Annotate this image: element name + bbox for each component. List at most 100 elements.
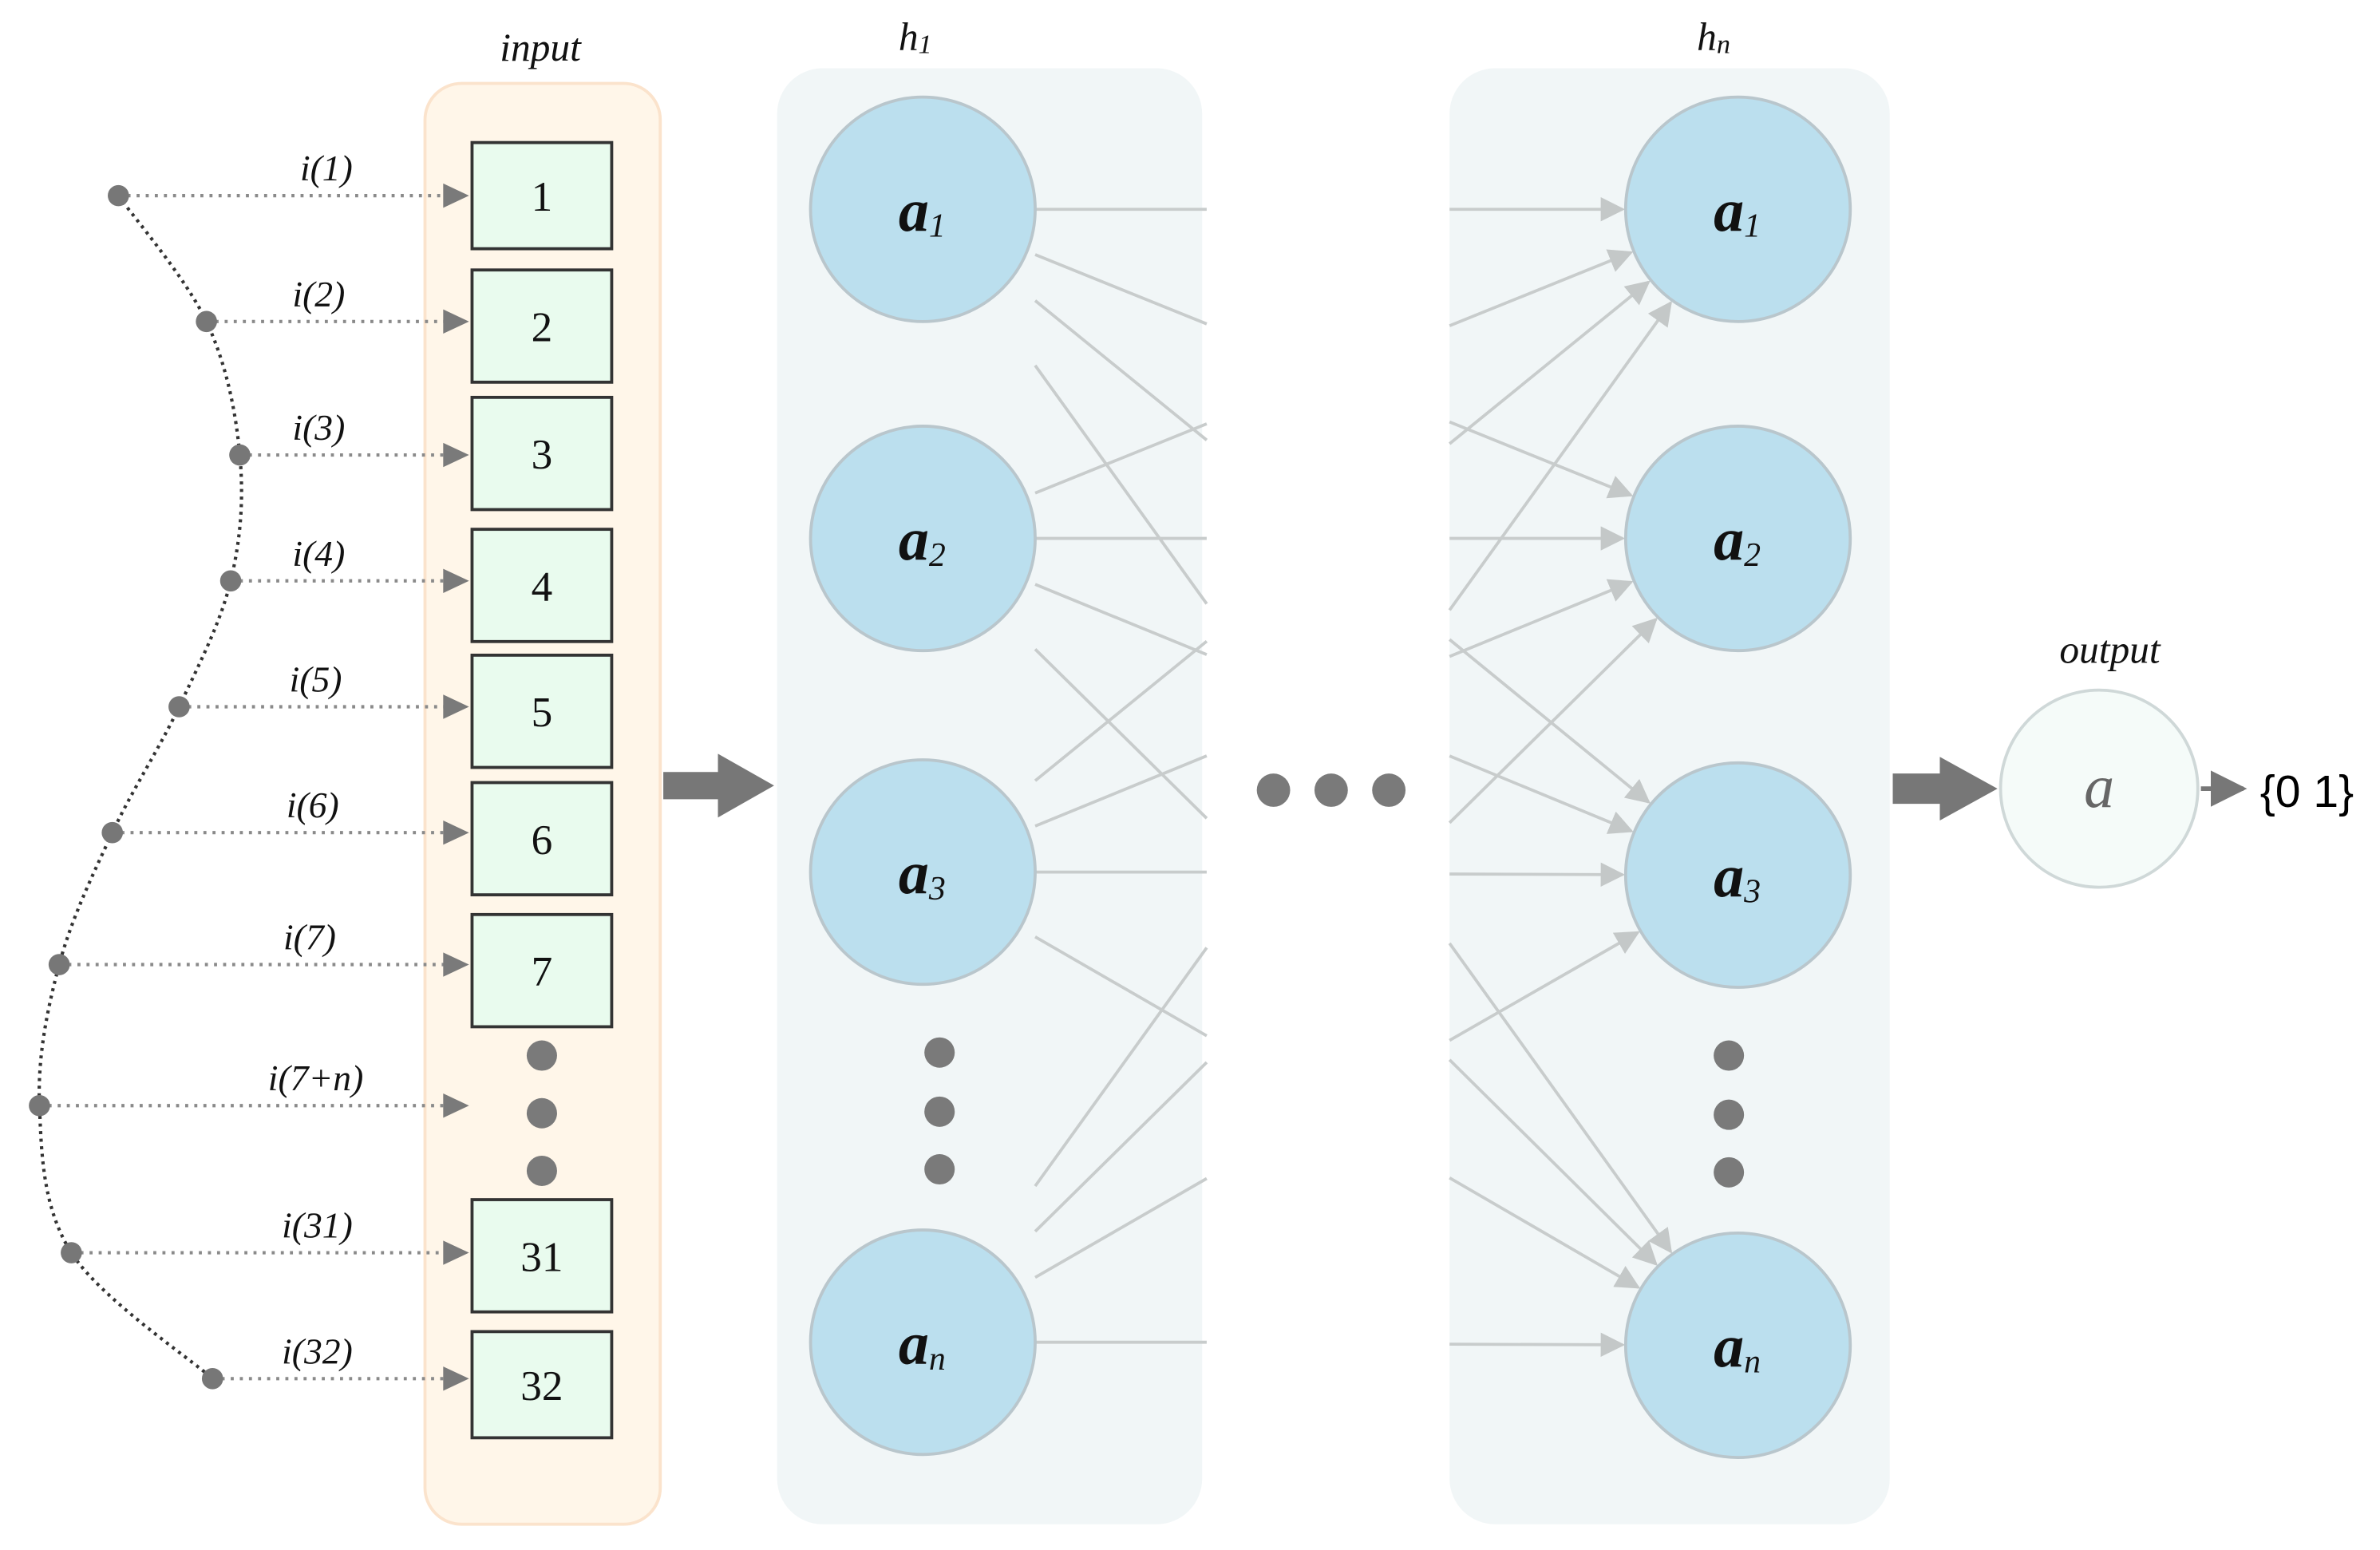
layer-ellipsis-dot <box>1314 773 1348 807</box>
input-cell <box>470 140 614 251</box>
signal-label: i(6) <box>287 785 339 825</box>
connection-edge <box>1449 931 1640 1042</box>
signal-arrowhead <box>443 309 469 334</box>
hidden-layer-n-header: hn <box>1697 15 1730 60</box>
signal-label: i(1) <box>300 148 353 188</box>
connection-edge <box>1449 249 1634 327</box>
hidden-layer-n-ellipsis-dot <box>1714 1099 1745 1130</box>
connection-edge <box>1448 942 1673 1254</box>
connection-edge <box>1449 638 1651 804</box>
input-cell <box>470 1330 614 1440</box>
output-header: output <box>2059 627 2161 671</box>
signal-sample-point <box>168 696 190 718</box>
input-signal-curve-group <box>38 194 243 1380</box>
signal-sample-point <box>108 184 129 207</box>
hidden-node <box>1623 425 1852 653</box>
hidden-layer-1-header-letter: h <box>899 15 919 59</box>
output-node-label: a <box>2084 753 2114 820</box>
hidden-node <box>1623 761 1852 989</box>
ellipsis-dots-group <box>526 773 1745 1188</box>
signal-label: i(7+n) <box>268 1058 363 1098</box>
connection-edge <box>1449 579 1634 658</box>
signal-arrowhead <box>443 183 469 208</box>
signal-arrowhead <box>443 694 469 719</box>
hidden-layer-n-header-letter: h <box>1697 15 1717 59</box>
connection-edge <box>1449 862 1626 887</box>
input-cell-label: 7 <box>532 948 553 995</box>
connection-edge <box>1449 754 1634 834</box>
connection-edge <box>1448 617 1658 824</box>
hidden-layer-1-ellipsis-dot <box>924 1037 955 1068</box>
input-ellipsis-dot <box>526 1097 557 1129</box>
input-cell <box>470 653 614 769</box>
connection-edges-group <box>1034 197 1673 1358</box>
hidden-layer-n-ellipsis-dot <box>1714 1040 1745 1071</box>
connection-edge <box>1034 947 1208 1188</box>
signal-arrowhead <box>443 1366 469 1391</box>
input-cell-label: 5 <box>532 689 553 736</box>
signal-sample-point <box>229 444 251 466</box>
input-cell <box>470 268 614 384</box>
input-signal-group: i(1)i(2)i(3)i(4)i(5)i(6)i(7)i(7+n)i(31)i… <box>29 148 469 1391</box>
hidden-to-output-arrow <box>1892 757 1998 821</box>
signal-sample-point <box>219 570 242 592</box>
signal-sample-point <box>196 310 217 333</box>
connection-edge <box>1034 1061 1208 1233</box>
hidden-node <box>1623 95 1852 323</box>
hidden-layer-1-ellipsis-dot <box>924 1096 955 1127</box>
hidden-node-label: a2 <box>1714 506 1761 574</box>
input-cell <box>470 781 614 897</box>
signal-label: i(31) <box>282 1205 353 1246</box>
connection-edge <box>1034 647 1208 820</box>
signal-arrowhead <box>443 1093 469 1118</box>
signal-waveform-curve <box>38 194 243 1380</box>
connection-edge <box>1034 1176 1208 1279</box>
hidden-layer-1-header: h1 <box>899 15 932 60</box>
signal-label: i(7) <box>283 917 336 958</box>
signal-label: i(2) <box>292 274 345 314</box>
hidden-layer-1-ellipsis-dot <box>924 1154 955 1185</box>
connection-edge <box>1034 299 1208 441</box>
input-to-hidden-arrow <box>663 753 774 818</box>
input-cell <box>470 912 614 1029</box>
hidden-node <box>1623 1231 1852 1459</box>
hidden-layer-1-header-subscript: 1 <box>919 30 932 60</box>
signal-sample-point <box>61 1242 82 1263</box>
signal-sample-point <box>101 821 124 844</box>
input-ellipsis-dot <box>526 1155 557 1186</box>
signal-sample-point <box>201 1367 223 1390</box>
connection-edge <box>1034 583 1208 656</box>
input-cell-label: 4 <box>532 563 553 610</box>
connection-edge <box>1448 301 1672 611</box>
input-cell-label: 6 <box>532 817 553 864</box>
signal-arrowhead <box>443 952 469 977</box>
signal-arrowhead <box>443 568 469 593</box>
input-cell-label: 31 <box>520 1233 563 1280</box>
input-cell <box>470 1198 614 1314</box>
hidden-node <box>808 425 1037 653</box>
connection-edge <box>1449 1176 1641 1289</box>
connection-edge <box>1034 935 1208 1038</box>
signal-arrowhead <box>443 442 469 468</box>
hidden-node <box>808 1228 1037 1457</box>
connection-edge <box>1448 1058 1658 1266</box>
layer-ellipsis-dot <box>1256 773 1291 807</box>
hidden-node-label: an <box>1714 1313 1761 1381</box>
connection-edge <box>1034 422 1208 495</box>
signal-label: i(32) <box>282 1331 353 1371</box>
connection-edge <box>1449 280 1651 445</box>
input-header: input <box>500 26 582 69</box>
signal-arrowhead <box>443 820 469 845</box>
input-cell <box>470 528 614 643</box>
signal-label: i(4) <box>292 533 345 574</box>
input-cell-label: 3 <box>532 431 553 478</box>
hidden-layer-n-ellipsis-dot <box>1714 1157 1745 1188</box>
input-cell-label: 1 <box>532 173 553 220</box>
output-node <box>1998 688 2200 889</box>
layer-ellipsis-dot <box>1372 773 1406 807</box>
connection-edge <box>1034 754 1208 828</box>
